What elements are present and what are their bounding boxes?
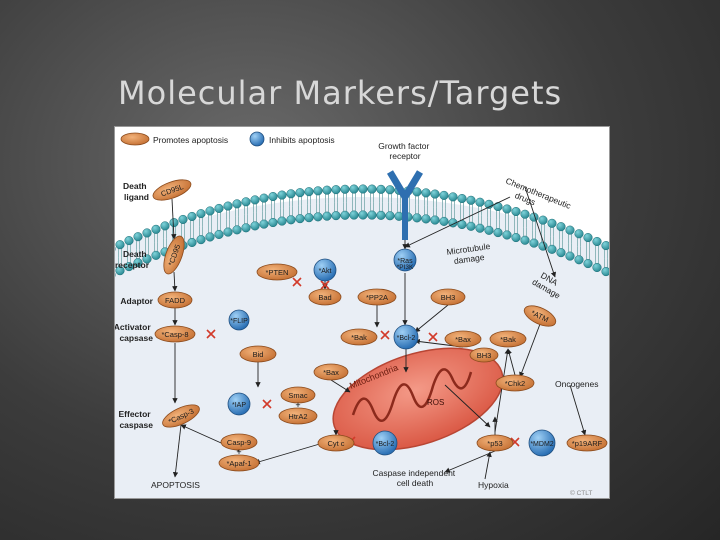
node-pi3k-label: *PI3K: [397, 264, 414, 271]
node-pp2a: *PP2A: [358, 289, 396, 305]
node-pten-label: *PTEN: [266, 268, 289, 277]
node-bh3-right-label: BH3: [477, 351, 492, 360]
node-bax-mid-label: *Bax: [323, 368, 339, 377]
node-pten: *PTEN: [257, 264, 297, 280]
node-fadd: FADD: [158, 292, 192, 308]
pathway-diagram: Promotes apoptosis Inhibits apoptosis Gr…: [115, 127, 609, 498]
node-bad: Bad: [309, 289, 341, 305]
watermark: © CTLT: [570, 489, 592, 497]
node-casp8: *Casp-8: [155, 326, 195, 342]
node-p53-label: *p53: [487, 439, 502, 448]
growth-factor-label: Growth factor receptor: [378, 141, 431, 161]
node-p19arf: *p19ARF: [567, 435, 607, 451]
node-pp2a-label: *PP2A: [366, 293, 388, 302]
node-iap-label: *IAP: [232, 402, 246, 409]
node-smac-label: Smac: [288, 391, 307, 400]
node-bak-right: *Bak: [490, 331, 526, 347]
node-p53: *p53: [477, 435, 513, 451]
node-cytc-label: Cyt c: [327, 439, 344, 448]
label-adaptor: Adaptor: [120, 296, 153, 306]
node-htra2-label: HtrA2: [288, 412, 307, 421]
node-casp9-label: Casp-9: [227, 438, 251, 447]
node-bak-left-label: *Bak: [351, 333, 367, 342]
node-bax-right-label: *Bax: [455, 335, 471, 344]
node-bh3-right: BH3: [470, 348, 498, 362]
node-casp8-label: *Casp-8: [161, 330, 188, 339]
node-htra2: HtrA2: [279, 408, 317, 424]
legend-promotes: Promotes apoptosis: [153, 135, 228, 145]
label-death-ligand: Death ligand: [123, 181, 149, 202]
label-apoptosis: APOPTOSIS: [151, 480, 200, 490]
node-bh3-top-label: BH3: [441, 293, 456, 302]
node-bcl2-center: *Bcl-2: [394, 325, 418, 349]
node-p19arf-label: *p19ARF: [572, 439, 603, 448]
annot-ros: ROS: [427, 398, 444, 407]
label-effector-caspase: Effector caspase: [119, 409, 154, 430]
node-flip: *FLIP: [229, 310, 249, 330]
node-bax-mid: *Bax: [314, 364, 348, 380]
node-fadd-label: FADD: [165, 296, 186, 305]
node-bcl2-bottom: *Bcl-2: [373, 431, 397, 455]
node-akt-label: *Akt: [319, 268, 332, 275]
plus-sign: +: [236, 447, 241, 457]
annot-oncogenes: Oncogenes: [555, 379, 598, 389]
node-mdm2-label: *MDM2: [530, 441, 553, 448]
node-apaf1: *Apaf-1: [219, 455, 259, 471]
node-bcl2-bottom-label: *Bcl-2: [376, 441, 395, 448]
annot-chemo: Chemotherapeutic drugs: [501, 176, 575, 221]
node-akt: *Akt: [314, 259, 336, 281]
node-mdm2: *MDM2: [529, 430, 555, 456]
node-bak-left: *Bak: [341, 329, 377, 345]
label-activator-caspase: Activator capsase: [115, 322, 153, 343]
node-cytc: Cyt c: [318, 435, 354, 451]
legend-inhibits: Inhibits apoptosis: [269, 135, 335, 145]
inhibits-swatch: [250, 132, 264, 146]
node-bh3-top: BH3: [431, 289, 465, 305]
node-apaf1-label: *Apaf-1: [226, 459, 251, 468]
plus-sign: +: [295, 400, 300, 410]
node-bid-label: Bid: [253, 350, 264, 359]
annot-hypoxia: Hypoxia: [478, 480, 509, 490]
node-bad-label: Bad: [318, 293, 331, 302]
promotes-swatch: [121, 133, 149, 145]
node-bak-right-label: *Bak: [500, 335, 516, 344]
node-iap: *IAP: [228, 393, 250, 415]
slide-title: Molecular Markers/Targets: [118, 74, 562, 112]
node-chk2-label: *Chk2: [505, 379, 525, 388]
node-bcl2-center-label: *Bcl-2: [397, 335, 416, 342]
pathway-figure: Promotes apoptosis Inhibits apoptosis Gr…: [114, 126, 610, 499]
legend: Promotes apoptosis Inhibits apoptosis: [121, 132, 335, 146]
node-chk2: *Chk2: [496, 375, 534, 391]
node-flip-label: *FLIP: [230, 318, 248, 325]
node-bax-right: *Bax: [445, 331, 481, 347]
node-bid: Bid: [240, 346, 276, 362]
